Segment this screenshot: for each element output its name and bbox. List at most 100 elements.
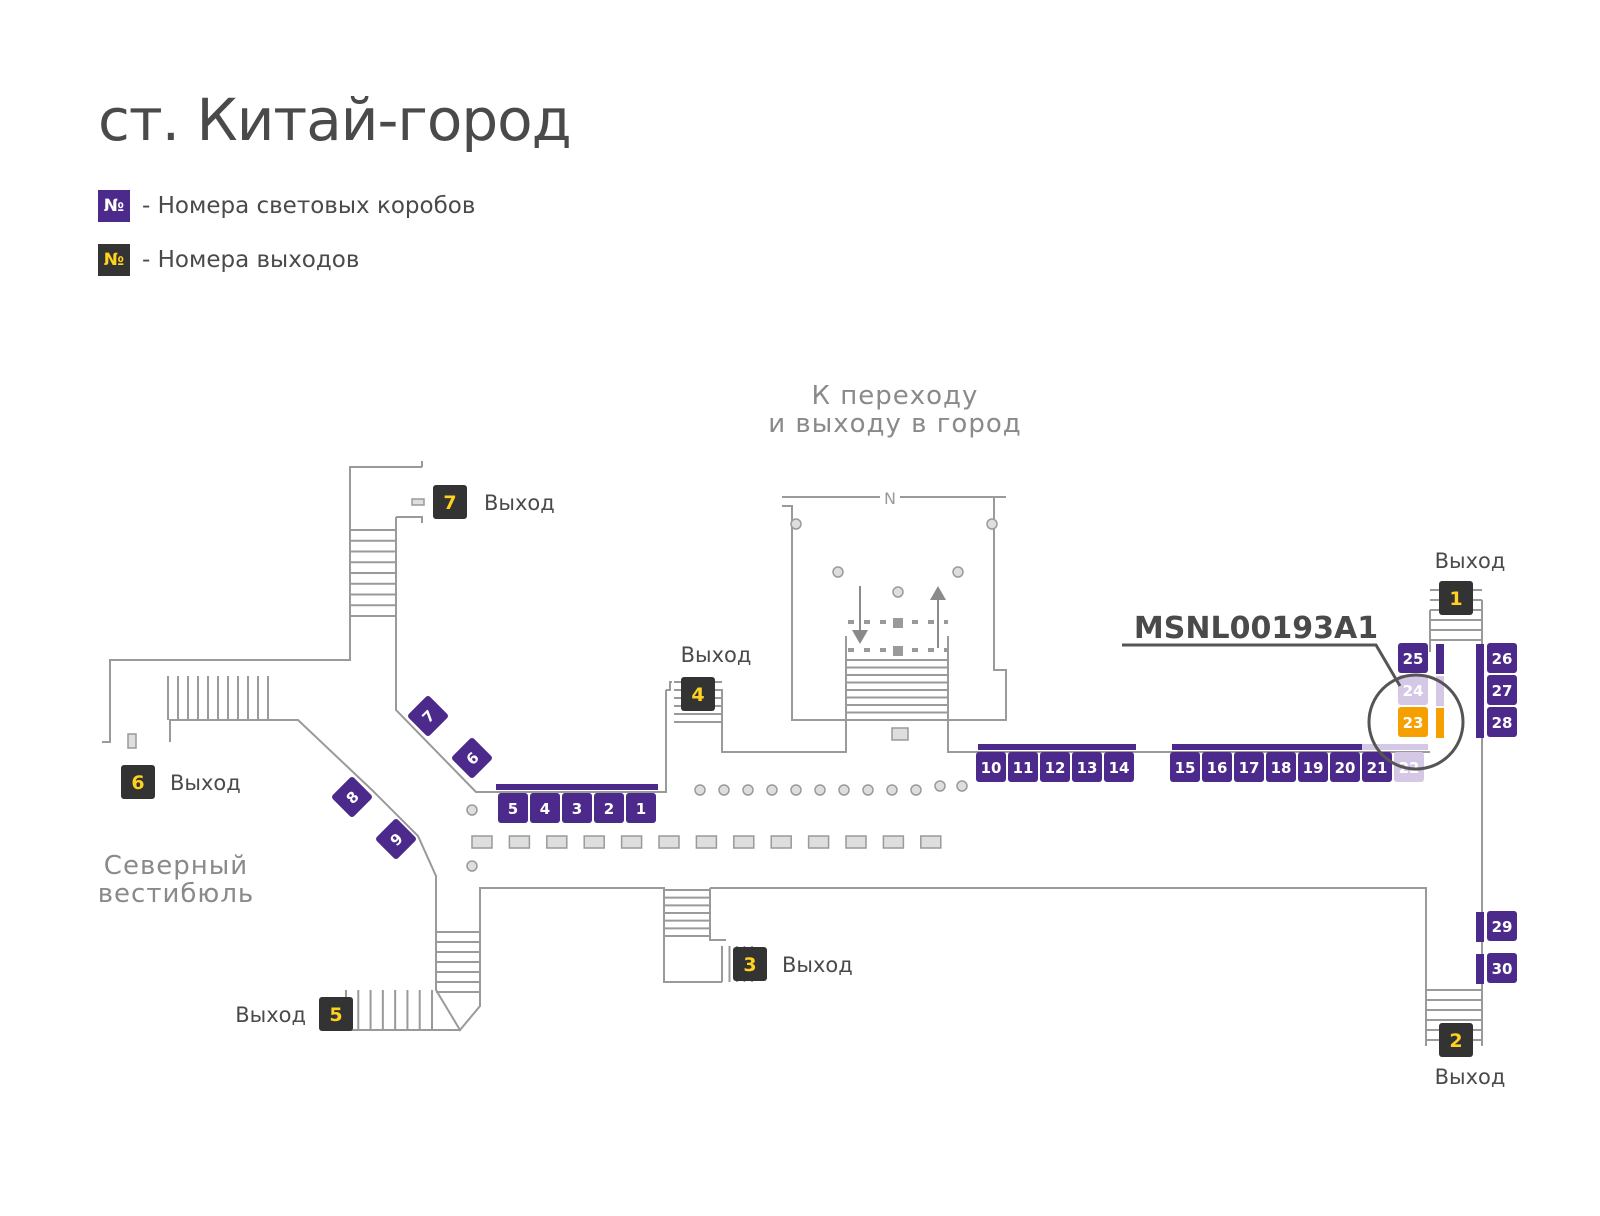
transfer-label-line1: К переходу: [812, 381, 979, 411]
exit-label: Выход: [235, 1003, 306, 1027]
exit-label: Выход: [782, 953, 853, 977]
lightbox-chip: [376, 819, 416, 859]
lightbox-chip: [1008, 752, 1038, 782]
lightbox-20[interactable]: 20: [1330, 752, 1360, 782]
bench: [845, 835, 867, 849]
lightbox-28[interactable]: 28: [1487, 707, 1517, 737]
legend-lightbox-text: - Номера световых коробов: [142, 193, 476, 219]
exit-number: 4: [691, 684, 704, 706]
lightbox-number: 1: [636, 800, 646, 818]
lightbox-number: 14: [1109, 759, 1130, 777]
exit-chip: [121, 765, 155, 799]
pillar: [814, 784, 826, 796]
lightbox-26[interactable]: 26: [1487, 643, 1517, 673]
lightbox-11[interactable]: 11: [1008, 752, 1038, 782]
bench: [920, 835, 942, 849]
selected-callout: MSNL00193A1: [1122, 611, 1465, 771]
legend-exit-text: - Номера выходов: [142, 247, 360, 273]
lightbox-24[interactable]: 24: [1398, 675, 1428, 705]
lightbox-19[interactable]: 19: [1298, 752, 1328, 782]
lightbox-chip: [1487, 911, 1517, 941]
pillar: [892, 586, 904, 598]
lightbox-chip: [1202, 752, 1232, 782]
lightbox-number: 16: [1207, 759, 1228, 777]
lightbox-3[interactable]: 3: [562, 793, 592, 823]
bench: [508, 835, 531, 849]
bench: [770, 835, 792, 849]
lightbox-29[interactable]: 29: [1487, 911, 1517, 941]
legend-exit-chip: №: [98, 244, 130, 276]
lightbox-8[interactable]: 8: [331, 776, 373, 818]
lightbox-chip: [1487, 643, 1517, 673]
lightbox-23[interactable]: 23: [1398, 707, 1428, 737]
vestibule-label-line1: Северный: [104, 851, 248, 881]
lightbox-15[interactable]: 15: [1170, 752, 1200, 782]
lightbox-number: 10: [981, 759, 1002, 777]
lightbox-chip: [332, 777, 372, 817]
lightbox-27[interactable]: 27: [1487, 675, 1517, 705]
lightbox-chip: [1170, 752, 1200, 782]
lightbox-18[interactable]: 18: [1266, 752, 1296, 782]
lightbox-2[interactable]: 2: [594, 793, 624, 823]
pillar: [766, 784, 778, 796]
bench: [733, 835, 755, 849]
lightbox-number: 30: [1492, 960, 1513, 978]
lightbox-number: 5: [508, 800, 518, 818]
lightbox-chip: [1298, 752, 1328, 782]
lightbox-chip: [530, 793, 560, 823]
lightbox-25[interactable]: 25: [1398, 643, 1428, 673]
lightbox-6[interactable]: 6: [451, 737, 493, 779]
lightbox-12[interactable]: 12: [1040, 752, 1070, 782]
lightbox-strips: [496, 644, 1484, 984]
lightbox-4[interactable]: 4: [530, 793, 560, 823]
lightbox-chip: [1398, 675, 1428, 705]
bench: [583, 835, 605, 849]
exit-label: Выход: [170, 771, 241, 795]
north-mark: N: [884, 489, 896, 508]
lightbox-30[interactable]: 30: [1487, 953, 1517, 983]
exit-number: 3: [743, 954, 756, 976]
lightbox-number: 20: [1335, 759, 1356, 777]
lightbox-5[interactable]: 5: [498, 793, 528, 823]
exit-number: 6: [131, 772, 144, 794]
exit-label: Выход: [1435, 549, 1506, 573]
exit-3[interactable]: 3 Выход: [733, 947, 853, 981]
exit-label: Выход: [1435, 1065, 1506, 1089]
lightbox-7[interactable]: 7: [407, 695, 449, 737]
exit-number: 7: [443, 492, 456, 514]
lightbox-1[interactable]: 1: [626, 793, 656, 823]
lightbox-chip: [1072, 752, 1102, 782]
lightbox-21[interactable]: 21: [1362, 752, 1392, 782]
lightbox-chip: [1330, 752, 1360, 782]
exit-number: 2: [1449, 1030, 1462, 1052]
lightbox-13[interactable]: 13: [1072, 752, 1102, 782]
lightbox-chip: [408, 696, 448, 736]
lightbox-16[interactable]: 16: [1202, 752, 1232, 782]
vestibule-label-line2: вестибюль: [98, 879, 255, 909]
lightbox-number: 27: [1492, 682, 1513, 700]
lightbox-chip: [976, 752, 1006, 782]
lightbox-chip: [1040, 752, 1070, 782]
escalators: [127, 498, 948, 749]
pillar: [466, 804, 478, 816]
lightbox-chip: [1266, 752, 1296, 782]
lightbox-10[interactable]: 10: [976, 752, 1006, 782]
lightbox-chip: [562, 793, 592, 823]
exit-6[interactable]: 6 Выход: [121, 765, 241, 799]
pillar: [790, 784, 802, 796]
legend-lightbox: № - Номера световых коробов: [98, 190, 475, 222]
pillar: [832, 566, 844, 578]
lightbox-17[interactable]: 17: [1234, 752, 1264, 782]
lightbox-9[interactable]: 9: [375, 818, 417, 860]
pillar: [934, 780, 946, 792]
lightbox-number: 24: [1403, 682, 1424, 700]
lightbox-14[interactable]: 14: [1104, 752, 1134, 782]
lightbox-chip: [626, 793, 656, 823]
